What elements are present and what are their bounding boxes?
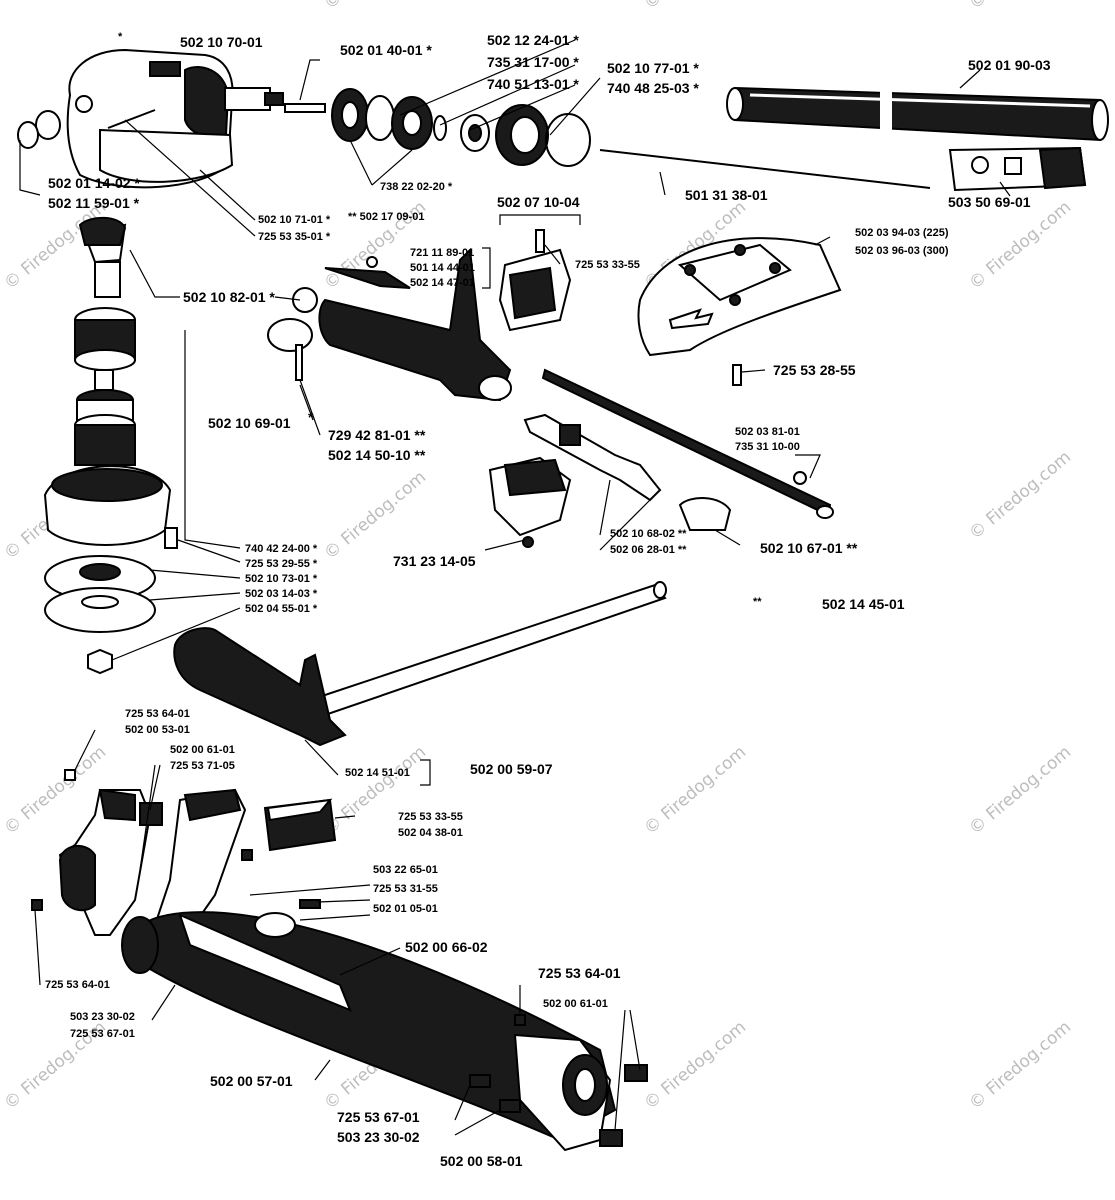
drive-tube-drawing [726, 86, 1109, 143]
flex-shaft-drawing [599, 149, 931, 189]
watermark-text: © Firedog.com [965, 742, 1075, 839]
watermark-text: © Firedog.com [320, 742, 430, 839]
part-label: 729 42 81-01 ** [328, 427, 426, 443]
part-label: 502 03 96-03 (300) [855, 245, 949, 257]
part-labels: * 502 10 70-01 502 01 40-01 * 502 12 24-… [45, 31, 1051, 1169]
part-label: 502 04 55-01 * [245, 603, 318, 615]
watermark-text: © Firedog.com [965, 197, 1075, 294]
gear-housing-drawing [17, 48, 284, 189]
part-label: 502 10 69-01 [208, 415, 291, 431]
drive-coupling-drawing [523, 368, 834, 531]
part-label: 731 23 14-05 [393, 553, 476, 569]
part-label: 725 53 33-55 [575, 259, 640, 271]
part-label: 740 48 25-03 * [607, 80, 699, 96]
part-label: 502 00 66-02 [405, 939, 488, 955]
cutter-head-stack-drawing [43, 216, 178, 675]
part-label: 502 03 94-03 (225) [855, 227, 949, 239]
part-label: 502 00 58-01 [440, 1153, 523, 1169]
part-label: 725 53 31-55 [373, 883, 438, 895]
part-label: 721 11 89-01 [410, 247, 474, 259]
watermark-text: © Firedog.com [640, 0, 750, 14]
part-label: 502 14 50-10 ** [328, 447, 426, 463]
part-label: ** 502 17 09-01 [348, 211, 424, 223]
part-label: 502 01 90-03 [968, 57, 1051, 73]
watermark-text: © Firedog.com [640, 742, 750, 839]
part-label: 725 53 35-01 * [258, 231, 331, 243]
part-label: 725 53 33-55 [398, 811, 463, 823]
part-label: 502 10 67-01 ** [760, 540, 858, 556]
part-label: 502 12 24-01 * [487, 32, 579, 48]
watermark-text: © Firedog.com [965, 1017, 1075, 1114]
part-label: 503 50 69-01 [948, 194, 1031, 210]
part-label: 502 10 77-01 * [607, 60, 699, 76]
switch-drawing [948, 146, 1087, 192]
part-label: 502 11 59-01 * [48, 195, 140, 211]
part-label: 740 42 24-00 * [245, 543, 318, 555]
watermark-text: © Firedog.com [320, 0, 430, 14]
part-label: 502 10 68-02 ** [610, 528, 687, 540]
part-label: 502 01 14-02 * [48, 175, 140, 191]
part-label: 502 07 10-04 [497, 194, 580, 210]
part-label: 502 00 53-01 [125, 724, 190, 736]
part-label: ** [753, 596, 762, 608]
part-label: 502 14 45-01 [822, 596, 905, 612]
part-label: 502 00 61-01 [543, 998, 608, 1010]
part-label: 740 51 13-01 * [487, 76, 579, 92]
part-label: 502 00 61-01 [170, 744, 235, 756]
part-label: 725 53 64-01 [125, 708, 190, 720]
part-label: 502 04 38-01 [398, 827, 463, 839]
trimmer-guard-drawing [637, 237, 842, 386]
part-label: 735 31 10-00 [735, 441, 800, 453]
watermark-text: © Firedog.com [965, 447, 1075, 544]
watermark-text: © Firedog.com [320, 467, 430, 564]
part-label: 502 03 81-01 [735, 426, 800, 438]
part-label: 725 53 64-01 [538, 965, 621, 981]
part-label: 725 53 67-01 [70, 1028, 135, 1040]
part-label: 502 01 40-01 * [340, 42, 432, 58]
leader-lines [19, 39, 1011, 1136]
bearing-set-drawing [284, 88, 591, 167]
part-label: * [308, 409, 314, 425]
part-label: 725 53 28-55 [773, 362, 856, 378]
part-label: 502 01 05-01 [373, 903, 438, 915]
part-label: 725 53 64-01 [45, 979, 110, 991]
part-label: 502 10 71-01 * [258, 214, 331, 226]
part-label: 735 31 17-00 * [487, 54, 579, 70]
part-label: 502 03 14-03 * [245, 588, 318, 600]
main-handle-bar-drawing [173, 581, 667, 747]
throttle-trigger-drawing [324, 256, 411, 289]
part-label: 502 10 73-01 * [245, 573, 318, 585]
part-label: 725 53 67-01 [337, 1109, 420, 1125]
part-label: 502 00 57-01 [210, 1073, 293, 1089]
part-label: 738 22 02-20 * [380, 181, 453, 193]
part-label: 725 53 71-05 [170, 760, 235, 772]
part-label: 503 23 30-02 [70, 1011, 135, 1023]
part-label: * [118, 31, 123, 43]
part-label: 502 14 51-01 [345, 767, 410, 779]
part-label: 501 14 44-01 [410, 262, 475, 274]
part-label: 503 23 30-02 [337, 1129, 420, 1145]
part-label: 725 53 29-55 * [245, 558, 318, 570]
part-label: 502 06 28-01 ** [610, 544, 687, 556]
part-label: 501 31 38-01 [685, 187, 768, 203]
part-label: 503 22 65-01 [373, 864, 438, 876]
watermark-text: © Firedog.com [965, 0, 1075, 14]
watermark-text: © Firedog.com [640, 1017, 750, 1114]
part-label: 502 10 82-01 * [183, 289, 275, 305]
handle-assembly-drawing [267, 247, 512, 402]
clamp-drawing [488, 456, 572, 548]
part-label: 502 00 59-07 [470, 761, 553, 777]
part-label: 502 10 70-01 [180, 34, 263, 50]
part-label: 502 14 47-01 [410, 277, 475, 289]
handle-bracket-drawing [498, 229, 572, 332]
